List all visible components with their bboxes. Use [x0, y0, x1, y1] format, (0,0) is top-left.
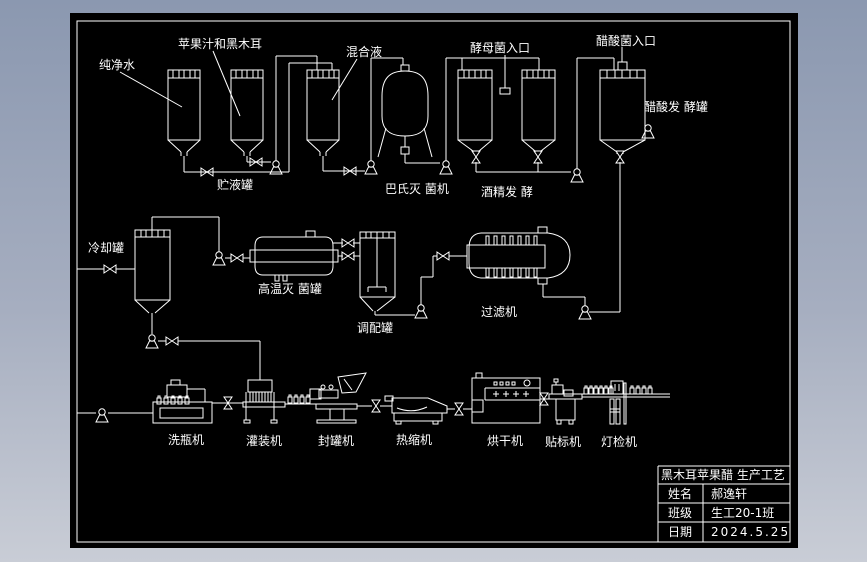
tank-pure-water [167, 69, 201, 172]
yeast-inlet-nozzle [499, 55, 511, 95]
name-label: 姓名 [668, 486, 692, 501]
acetic-air-pump [641, 124, 655, 139]
date-label: 日期 [668, 525, 692, 539]
fermenter-pump [570, 168, 584, 183]
label-apple-fungus: 苹果汁和黑木耳 [178, 37, 262, 51]
label-sterilizer: 高温灭 菌罐 [258, 281, 322, 296]
label-dryer: 烘干机 [487, 434, 523, 448]
dryer-machine [471, 372, 541, 424]
tank-mixing [306, 69, 340, 171]
title-block: 黑木耳苹果醋 生产工艺 姓名 郝逸轩 班级 生工20-1班 日期 2024.5.… [657, 465, 790, 542]
label-cooling-tank: 冷却罐 [88, 241, 124, 255]
pasteurizer-vessel [377, 64, 433, 163]
class-label: 班级 [668, 506, 692, 520]
label-leaders [119, 50, 358, 117]
label-alcohol-ferment: 酒精发 酵 [481, 184, 533, 199]
cad-canvas [70, 13, 798, 548]
label-pasteurizer: 巴氏灭 菌机 [385, 182, 449, 196]
label-inspector: 灯检机 [601, 434, 637, 449]
name-value: 郝逸轩 [711, 487, 747, 501]
title-block-title: 黑木耳苹果醋 生产工艺 [661, 467, 785, 482]
label-filter: 过滤机 [481, 305, 517, 319]
tank-apple-fungus [230, 69, 264, 162]
sterilizer-pump [212, 251, 226, 266]
label-acetic-fermenter: 醋酸发 酵罐 [644, 99, 708, 114]
alcohol-fermenter-2 [521, 69, 556, 164]
pasteurizer-pump [439, 160, 453, 175]
label-acetic-inlet: 醋酸菌入口 [596, 33, 656, 48]
alcohol-fermenter-1 [457, 69, 493, 164]
blend-pump [414, 304, 428, 319]
piping-middle [77, 162, 621, 380]
label-capper: 封罐机 [318, 434, 354, 448]
drawing-border [76, 20, 791, 543]
cooling-tank-vessel [134, 229, 171, 334]
class-value: 生工20-1班 [711, 506, 774, 520]
label-shrink: 热缩机 [396, 432, 432, 447]
washer-pump [95, 408, 109, 423]
capping-machine [309, 372, 367, 424]
label-mixed-liquid: 混合液 [346, 44, 382, 59]
filling-machine [242, 379, 311, 424]
blending-tank-vessel [359, 231, 396, 315]
bottle-washer-machine [152, 379, 213, 424]
mix-pump [364, 160, 378, 175]
light-inspection-machine [609, 380, 653, 425]
label-washer: 洗瓶机 [168, 433, 204, 447]
piping-top [184, 47, 623, 183]
label-yeast-inlet: 酵母菌入口 [470, 41, 530, 55]
label-labeler: 贴标机 [545, 435, 581, 449]
label-filler: 灌装机 [246, 434, 282, 448]
sterilizer-vessel [249, 230, 339, 282]
cooling-pump [145, 334, 159, 349]
label-storage-tank: 贮液罐 [217, 177, 253, 192]
acetic-fermenter-vessel [599, 61, 655, 164]
date-value: 2024.5.25 [711, 525, 790, 539]
heat-shrink-machine [384, 395, 448, 425]
filter-vessel [466, 226, 571, 285]
label-blending-tank: 调配罐 [357, 321, 393, 335]
label-pure-water: 纯净水 [99, 58, 135, 72]
labeling-machine [548, 378, 614, 425]
